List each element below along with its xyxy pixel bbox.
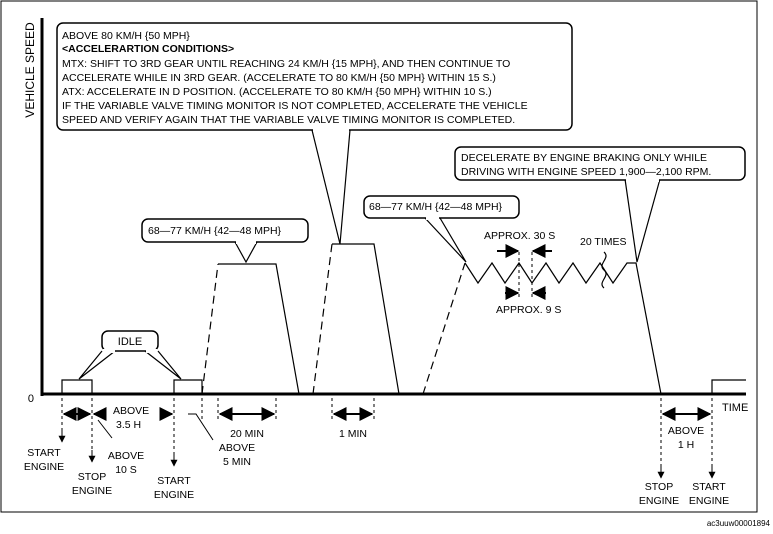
stop-engine-2-line2: ENGINE	[639, 495, 679, 507]
above-1h-line1: ABOVE	[668, 425, 704, 437]
callout-line-2: <ACCELERARTION CONDITIONS>	[62, 43, 234, 55]
figure-id: ac3uuw00001894	[707, 519, 771, 528]
leader-lines	[97, 413, 214, 441]
main-callout: ABOVE 80 KM/H {50 MPH} <ACCELERARTION CO…	[56, 22, 573, 245]
callout-line-5: ATX: ACCELERATE IN D POSITION. (ACCELERA…	[62, 86, 492, 98]
above-10s-line1: ABOVE	[108, 450, 144, 462]
idle-block-1	[61, 379, 93, 394]
cycle-timing	[497, 244, 552, 300]
cruise-block-1	[218, 263, 300, 395]
callout-line-7: SPEED AND VERIFY AGAIN THAT THE VARIABLE…	[62, 114, 515, 126]
start-engine-3-line1: START	[692, 481, 726, 493]
stop-engine-1-line1: STOP	[78, 471, 106, 483]
decel-callout: DECELERATE BY ENGINE BRAKING ONLY WHILE …	[454, 146, 746, 263]
above-3-5h-line2: 3.5 H	[116, 419, 141, 431]
duration-20-min: 20 MIN	[230, 428, 264, 440]
speed-range-callout-1: 68—77 KM/H {42—48 MPH}	[141, 218, 309, 264]
speed-range-2: 68—77 KM/H {42—48 MPH}	[369, 201, 503, 213]
cruise-block-2	[332, 243, 400, 395]
decel-line-1: DECELERATE BY ENGINE BRAKING ONLY WHILE	[461, 152, 707, 164]
above-5min-line2: 5 MIN	[223, 456, 251, 468]
times-20: 20 TIMES	[580, 236, 627, 248]
callout-line-4: ACCELERATE WHILE IN 3RD GEAR. (ACCELERAT…	[62, 72, 496, 84]
start-engine-1-line1: START	[27, 447, 61, 459]
start-engine-2-line1: START	[157, 475, 191, 487]
decel-cycles	[464, 261, 662, 395]
figure-frame	[0, 0, 758, 513]
speed-range-callout-2: 68—77 KM/H {42—48 MPH}	[363, 195, 520, 263]
time-guides	[61, 398, 713, 475]
above-5min-line1: ABOVE	[219, 442, 255, 454]
x-axis-label: TIME	[722, 402, 748, 414]
decel-line-2: DRIVING WITH ENGINE SPEED 1,900—2,100 RP…	[461, 166, 711, 178]
origin-label: 0	[28, 393, 34, 405]
start-engine-1-line2: ENGINE	[24, 461, 64, 473]
above-10s-line2: 10 S	[115, 464, 137, 476]
break-squiggle	[601, 251, 607, 289]
idle-callout: IDLE	[78, 330, 182, 380]
approx-9s: APPROX. 9 S	[496, 304, 561, 316]
idle-block-3	[711, 379, 746, 394]
callout-line-6: IF THE VARIABLE VALVE TIMING MONITOR IS …	[62, 100, 528, 112]
start-engine-3-line2: ENGINE	[689, 495, 729, 507]
duration-1-min: 1 MIN	[339, 428, 367, 440]
callout-line-3: MTX: SHIFT TO 3RD GEAR UNTIL REACHING 24…	[62, 58, 510, 70]
event-arrows	[58, 430, 716, 479]
above-3-5h-line1: ABOVE	[113, 405, 149, 417]
stop-engine-2-line1: STOP	[645, 481, 673, 493]
y-axis-label: VEHICLE SPEED	[23, 22, 37, 118]
callout-line-1: ABOVE 80 KM/H {50 MPH}	[62, 30, 190, 42]
idle-label: IDLE	[118, 336, 142, 348]
start-engine-2-line2: ENGINE	[154, 489, 194, 501]
speed-profile	[61, 243, 746, 395]
idle-block-2	[173, 379, 203, 394]
approx-30s: APPROX. 30 S	[484, 230, 555, 242]
above-1h-line2: 1 H	[678, 439, 694, 451]
speed-range-1: 68—77 KM/H {42—48 MPH}	[148, 225, 282, 237]
stop-engine-1-line2: ENGINE	[72, 485, 112, 497]
